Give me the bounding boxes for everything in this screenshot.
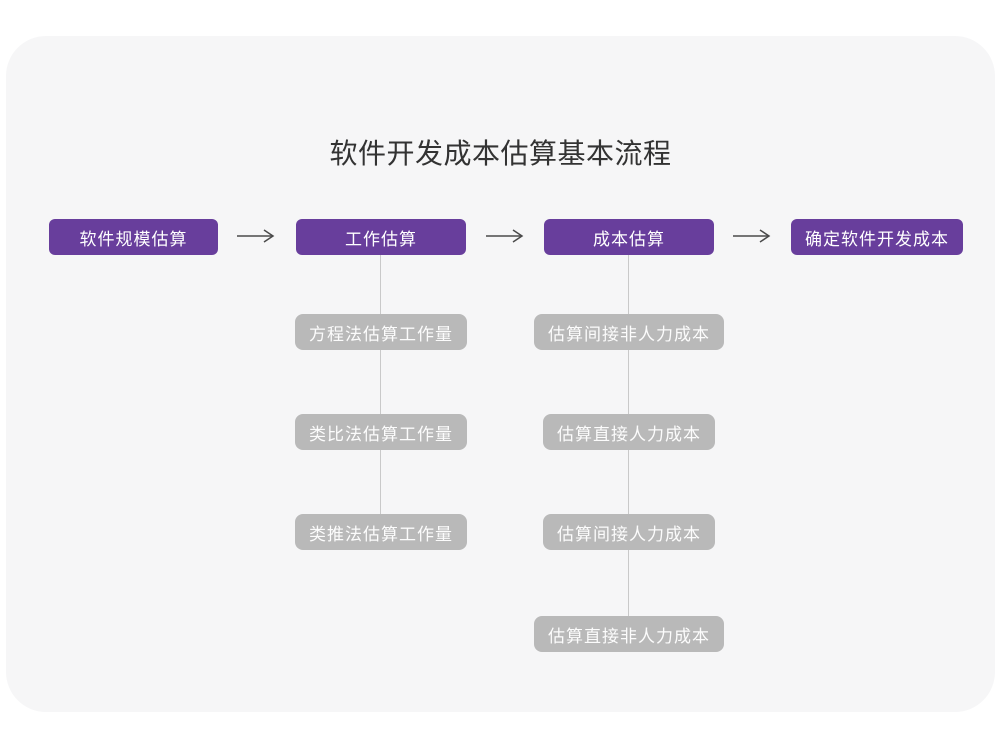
node-determine-development-cost: 确定软件开发成本 xyxy=(791,219,963,255)
node-direct-nonlabor-cost: 估算直接非人力成本 xyxy=(534,616,724,652)
diagram-title: 软件开发成本估算基本流程 xyxy=(329,138,672,169)
right-arrow-icon xyxy=(733,229,771,243)
node-indirect-labor-cost: 估算间接人力成本 xyxy=(543,514,715,550)
node-analogy-method-effort: 类比法估算工作量 xyxy=(295,414,467,450)
node-equation-method-effort: 方程法估算工作量 xyxy=(295,314,467,350)
node-extrapolation-method-effort: 类推法估算工作量 xyxy=(295,514,467,550)
diagram-card: 软件开发成本估算基本流程 软件规模估算 工作估算 成本估算 确定软件开发成本 方… xyxy=(6,36,995,712)
node-work-estimation: 工作估算 xyxy=(296,219,466,255)
right-arrow-icon xyxy=(486,229,524,243)
connector-line-work-estimation xyxy=(380,255,381,532)
node-direct-labor-cost: 估算直接人力成本 xyxy=(543,414,715,450)
node-cost-estimation: 成本估算 xyxy=(544,219,714,255)
right-arrow-icon xyxy=(237,229,275,243)
node-software-scale-estimation: 软件规模估算 xyxy=(49,219,218,255)
node-indirect-nonlabor-cost: 估算间接非人力成本 xyxy=(534,314,724,350)
